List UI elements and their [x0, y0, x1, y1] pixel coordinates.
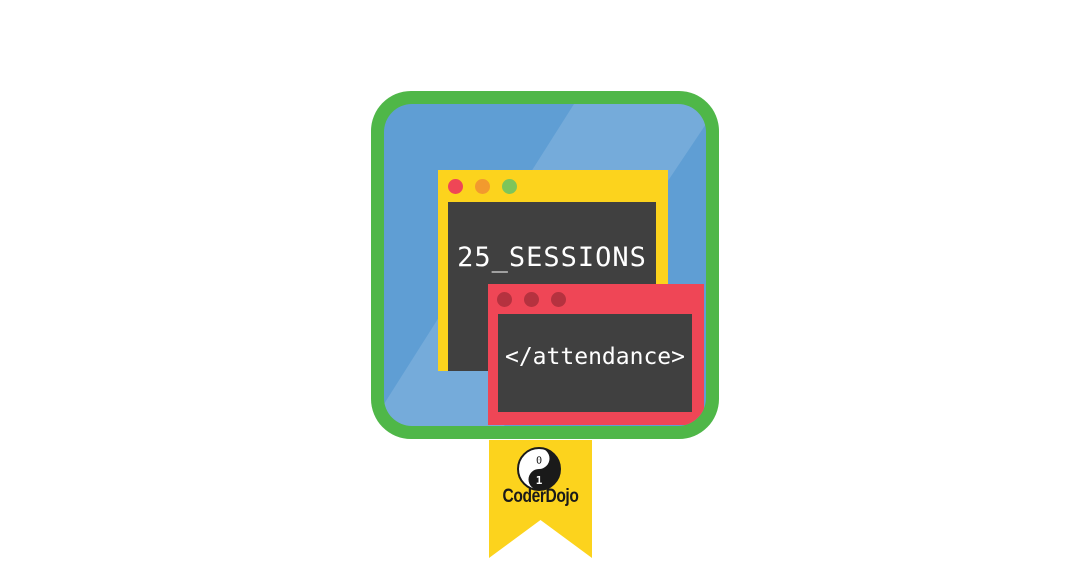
attendance-tag-text: </attendance> [504, 344, 685, 370]
window-minimize-dot-icon [475, 179, 490, 194]
window-close-dot-icon [448, 179, 463, 194]
window-dot-icon [497, 292, 512, 307]
window-maximize-dot-icon [502, 179, 517, 194]
window-dot-icon [524, 292, 539, 307]
window-dot-icon [551, 292, 566, 307]
logo-digit-top: 0 [536, 454, 543, 467]
code-window-back: 25_SESSIONS [438, 170, 668, 371]
code-window-front-screen: </attendance> [498, 314, 692, 412]
attendance-badge: 25_SESSIONS </attendance> [371, 91, 719, 439]
logo-digit-bottom: 1 [536, 474, 543, 487]
coderdojo-logo-icon: 0 1 [517, 447, 561, 491]
code-window-front: </attendance> [488, 284, 704, 425]
badge-ribbon [489, 440, 592, 558]
coderdojo-brand-text: CoderDojo [502, 486, 579, 507]
sessions-count-text: 25_SESSIONS [457, 242, 647, 273]
badge-background: 25_SESSIONS </attendance> [384, 104, 706, 426]
